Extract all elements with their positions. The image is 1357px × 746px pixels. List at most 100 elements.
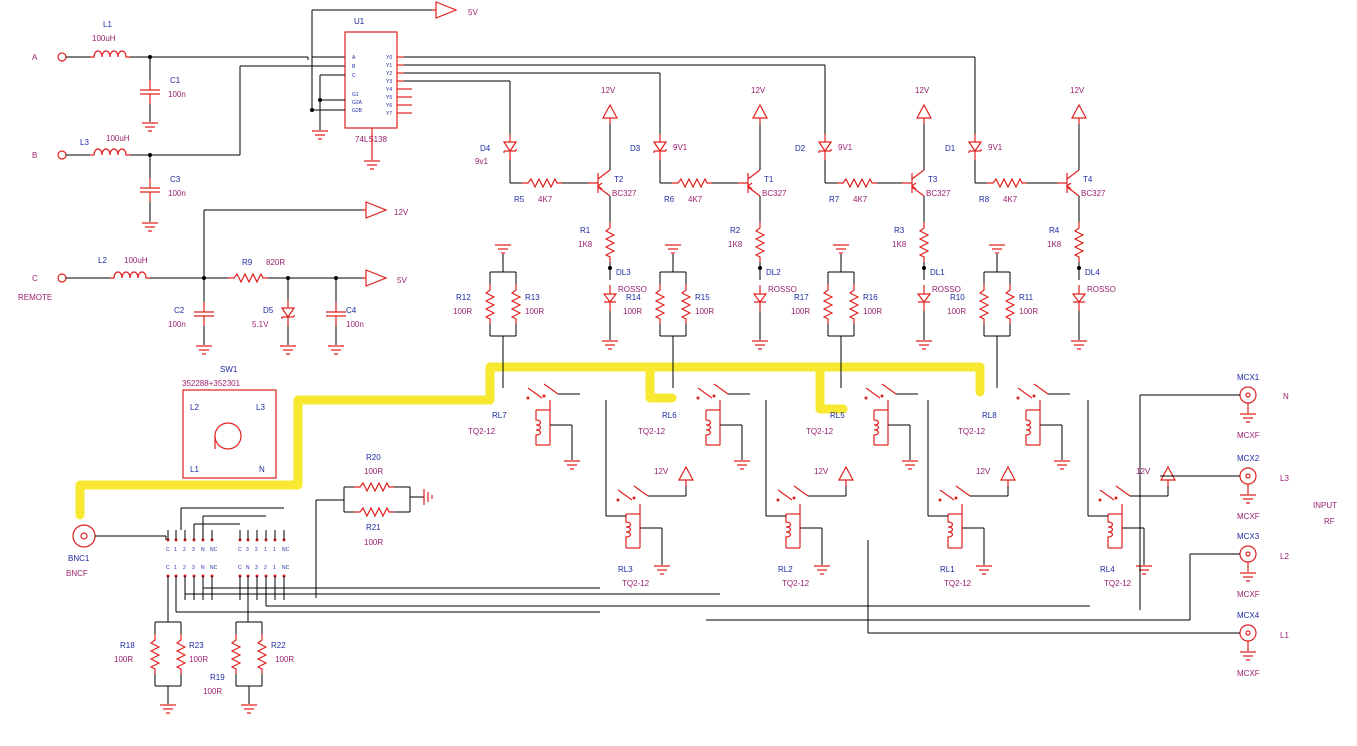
capacitor-c3 [139, 178, 161, 202]
transistor-part: BC327 [926, 189, 951, 198]
resistor-r21 [354, 507, 394, 517]
base-resistor [672, 178, 712, 188]
r9-val: 820R [266, 258, 285, 267]
ground-icon [653, 565, 671, 575]
power-12v-arrow [1000, 466, 1016, 486]
resistor-r18 [150, 634, 160, 674]
led-val: ROSSO [1087, 285, 1116, 294]
rbase-val: 4K7 [1003, 195, 1018, 204]
rbase-ref: R7 [829, 195, 840, 204]
resistor-r20 [354, 482, 394, 492]
ground-icon [494, 244, 512, 254]
switch-pin-label: N [201, 565, 205, 571]
switch-pin-bottom: NC [282, 565, 290, 600]
c2-ref: C2 [174, 306, 185, 315]
load-ref-left: R17 [794, 293, 809, 302]
ground-icon [813, 565, 831, 575]
switch-pin-top: NC [210, 530, 218, 553]
led-indicator [603, 285, 617, 311]
highlight-trace [75, 362, 985, 520]
svg-text:B: B [352, 64, 356, 70]
r18-ref: R18 [120, 641, 135, 650]
led-resistor [919, 222, 929, 262]
switch-pin-label: 2 [183, 565, 186, 571]
switch-pin-top: N [201, 530, 205, 553]
zener-diode [653, 134, 667, 160]
u1-right-pins: Y0 Y1 Y2 Y3 Y4 Y5 Y6 Y7 [386, 55, 392, 117]
port-c-terminal [57, 273, 67, 283]
v5-label-top: 5V [468, 8, 478, 17]
switch-pin-label: 3 [192, 565, 195, 571]
relay-part: TQ2-12 [782, 579, 810, 588]
port-b-terminal [57, 150, 67, 160]
mcx-part: MCXF [1237, 669, 1260, 678]
switch-pin-label: 2 [183, 547, 186, 553]
rled-val: 1K8 [892, 240, 907, 249]
ground-icon [733, 460, 751, 470]
load-resistor [655, 284, 665, 324]
load-resistor [979, 284, 989, 324]
svg-text:A: A [352, 55, 356, 61]
load-resistor [823, 284, 833, 324]
ground-icon [1135, 565, 1153, 575]
rled-ref: R3 [894, 226, 905, 235]
load-val-right: 100R [863, 307, 882, 316]
ground-icon [563, 460, 581, 470]
switch-pin-label: 2 [255, 547, 258, 553]
c3-ref: C3 [170, 175, 181, 184]
rbase-val: 4K7 [688, 195, 703, 204]
l2-val: 100uH [124, 256, 148, 265]
ground-icon [363, 160, 381, 170]
remote-label: REMOTE [18, 293, 52, 302]
load-ref-right: R13 [525, 293, 540, 302]
v12-label: 12V [601, 86, 616, 95]
power-12v-flag [362, 201, 387, 219]
v12-label: 12V [814, 467, 829, 476]
switch-pin-bottom: NC [210, 565, 218, 600]
svg-text:G2A: G2A [352, 100, 363, 106]
capacitor-c2 [193, 302, 215, 326]
svg-text:G1: G1 [352, 92, 359, 98]
load-val-left: 100R [791, 307, 810, 316]
power-12v-arrow [1071, 104, 1087, 124]
r21-ref: R21 [366, 523, 381, 532]
load-val-right: 100R [525, 307, 544, 316]
transistor-ref: T2 [614, 175, 624, 184]
switch-pin-label: C [238, 547, 242, 553]
relay-part: TQ2-12 [944, 579, 972, 588]
switch-pin-label: NC [210, 547, 218, 553]
power-12v-arrow [838, 466, 854, 486]
r23-val: 100R [189, 655, 208, 664]
switch-pin-bottom: 1 [174, 565, 178, 600]
led-resistor [1074, 222, 1084, 262]
power-5v-flag [362, 269, 387, 287]
svg-text:Y4: Y4 [386, 87, 392, 93]
relay-ref: RL5 [830, 411, 845, 420]
ground-icon [327, 345, 345, 355]
v5-label: 5V [397, 276, 407, 285]
relay-ref: RL7 [492, 411, 507, 420]
svg-text:Y0: Y0 [386, 55, 392, 61]
resistor-r22 [257, 634, 267, 674]
bnc-ref: BNC1 [68, 554, 90, 563]
rf-label: RF [1324, 517, 1335, 526]
ground-icon [423, 489, 433, 505]
rled-val: 1K8 [578, 240, 593, 249]
load-resistor [511, 284, 521, 324]
switch-pin-bottom: 1 [273, 565, 277, 600]
rled-ref: R1 [580, 226, 591, 235]
zener-diode [503, 134, 517, 160]
rbase-ref: R8 [979, 195, 990, 204]
zener-diode [968, 134, 982, 160]
load-resistor [681, 284, 691, 324]
switch-pin-label: N [246, 565, 250, 571]
svg-text:C: C [352, 73, 356, 79]
mcx-part: MCXF [1237, 512, 1260, 521]
v12-label: 12V [1070, 86, 1085, 95]
ground-icon [1239, 572, 1257, 582]
